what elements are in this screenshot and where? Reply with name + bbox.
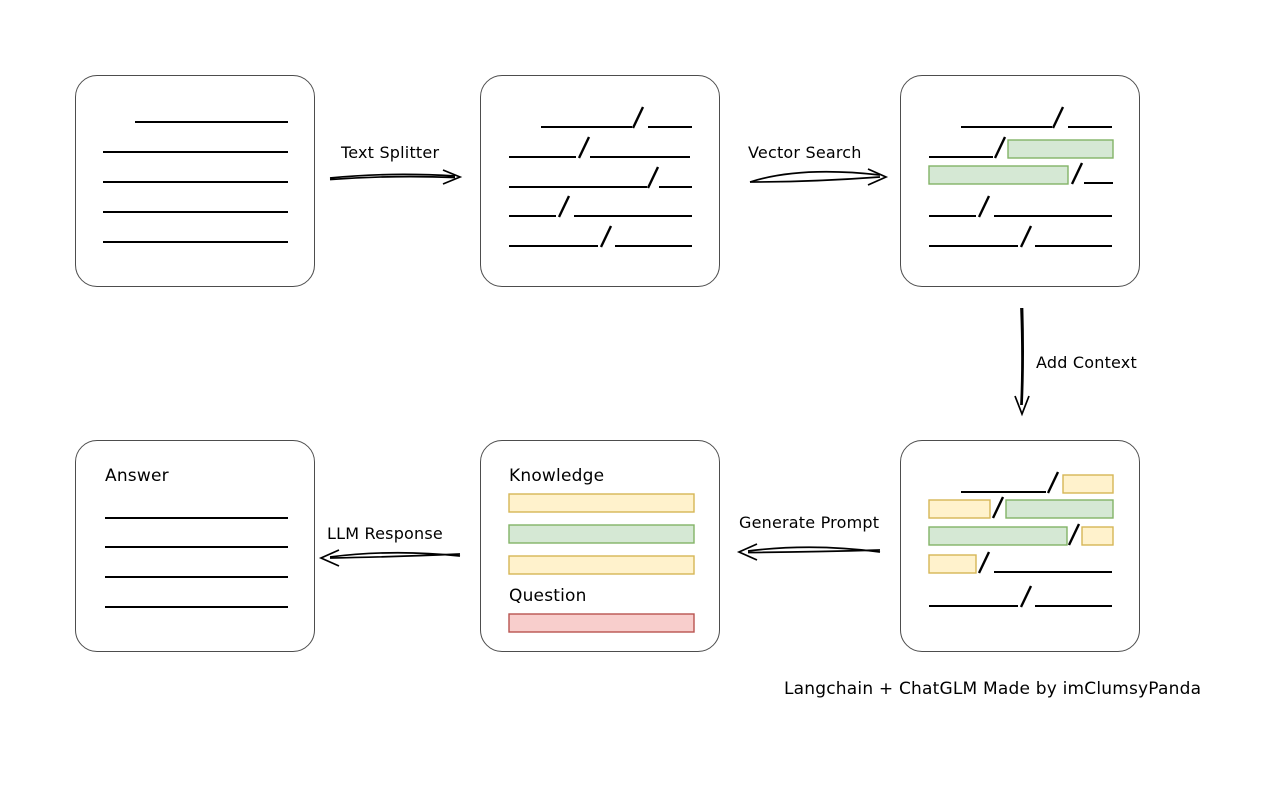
node-split-chunks[interactable] <box>480 75 720 287</box>
edge-label-text-splitter: Text Splitter <box>341 143 440 162</box>
arrow-add-context <box>1014 307 1030 417</box>
arrow-llm-response <box>318 549 461 567</box>
knowledge-heading: Knowledge <box>509 466 605 486</box>
edge-label-vector-search: Vector Search <box>748 143 862 162</box>
edge-label-generate-prompt: Generate Prompt <box>739 513 880 532</box>
question-heading: Question <box>509 586 587 606</box>
arrow-vector-search <box>749 168 889 186</box>
node-retrieved-chunks[interactable] <box>900 75 1140 287</box>
node-source-document[interactable] <box>75 75 315 287</box>
edge-label-llm-response: LLM Response <box>327 524 443 543</box>
arrow-generate-prompt <box>736 543 881 561</box>
node-answer[interactable] <box>75 440 315 652</box>
answer-heading: Answer <box>105 466 169 486</box>
node-context-chunks[interactable] <box>900 440 1140 652</box>
edge-label-add-context: Add Context <box>1036 353 1137 372</box>
arrow-text-splitter <box>329 169 463 185</box>
footer-credit: Langchain + ChatGLM Made by imClumsyPand… <box>784 679 1202 699</box>
